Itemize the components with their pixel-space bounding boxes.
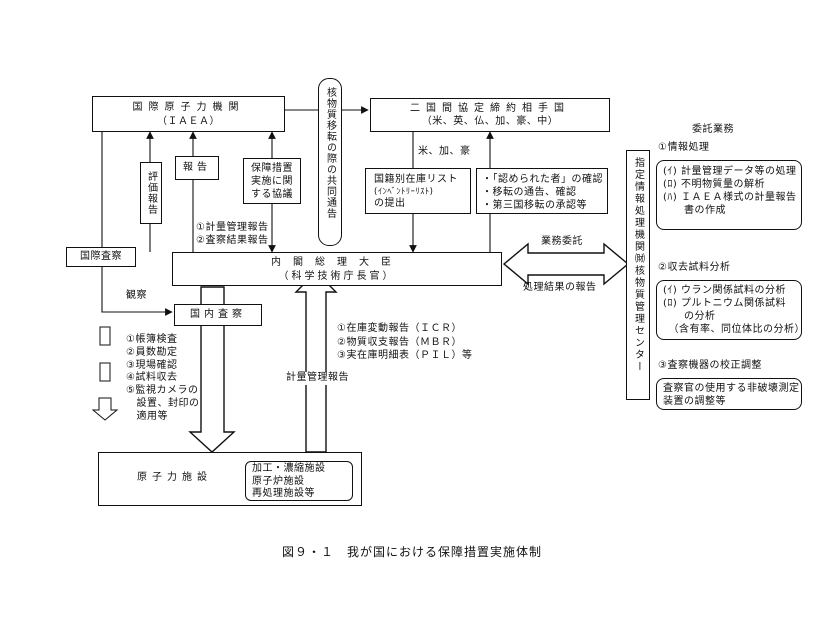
facility-type-1: 加工・濃縮施設 xyxy=(252,463,326,474)
sample-item-1: (ｲ) ウラン関係試料の分析 xyxy=(663,285,786,296)
confirm-item-1: ・「認められた者」の確認 xyxy=(482,174,603,185)
confirm-items-box: ・「認められた者」の確認 ・移転の通告、確認 ・第三国移転の承認等 xyxy=(476,168,608,214)
report-item-2: ②査察結果報告 xyxy=(196,235,269,246)
figure-caption: 図９・１ 我が国における保障措置実施体制 xyxy=(282,545,543,559)
business-consign-label: 業務委託 xyxy=(541,236,583,247)
center-text: 指定情報処理機関㈶核物質管理センター xyxy=(632,157,644,373)
report-items: ①計量管理報告 ②査察結果報告 xyxy=(196,221,268,247)
center-box: 指定情報処理機関㈶核物質管理センター xyxy=(626,150,650,400)
facility-types: 加工・濃縮施設 原子炉施設 再処理施設等 xyxy=(252,463,326,501)
facility-type-2: 原子炉施設 xyxy=(252,475,305,487)
facility-report-items: ①在庫変動報告（ＩＣＲ） ②物質収支報告（ＭＢＲ） ③実在庫明細表（ＰＩＬ）等 xyxy=(337,322,472,363)
bilateral-box: 二国間協定締約相手国 （米、英、仏、加、豪、中） xyxy=(370,98,610,132)
iaea-box: 国際原子力機関 （ＩＡＥＡ） xyxy=(92,96,285,132)
joint-notice-box: 核物質移転の際の共同通告 xyxy=(318,78,342,246)
iaea-abbr: （ＩＡＥＡ） xyxy=(157,116,220,127)
inspection-item-1: ①帳簿検査 xyxy=(126,334,178,345)
safeguards-consult-box: 保障措置 実施に関 する協議 xyxy=(243,158,301,204)
report-item-1: ①計量管理報告 xyxy=(196,222,269,233)
info-item-2: (ﾛ) 不明物質量の解析 xyxy=(663,179,765,190)
bilateral-countries: （米、英、仏、加、豪、中） xyxy=(421,116,559,127)
legend-hollow-box-2 xyxy=(99,362,111,382)
domestic-inspection-text: 国内査察 xyxy=(190,309,246,320)
safeguards-line-1: 保障措置 xyxy=(251,163,293,174)
info-processing-items: (ｲ) 計量管理データ等の処理 (ﾛ) 不明物質量の解析 (ﾊ) ＩＡＥＡ様式の… xyxy=(663,165,796,217)
legend-hollow-arrow xyxy=(91,397,119,421)
sample-analysis-items: (ｲ) ウラン関係試料の分析 (ﾛ) プルトニウム関係試料 の分析 （含有率、同… xyxy=(663,284,805,336)
inventory-list-text: 国籍別在庫リスト (ｲﾝﾍﾞﾝﾄﾘｰﾘｽﾄ) の提出 xyxy=(374,174,458,210)
domestic-inspection-box: 国内査察 xyxy=(174,304,262,326)
info-item-4: 書の作成 xyxy=(663,205,726,216)
equipment-calibration-items: 査察官の使用する非破壊測定 装置の調整等 xyxy=(663,382,800,408)
safeguards-line-3: する協議 xyxy=(251,189,293,200)
inventory-line-1: 国籍別在庫リスト xyxy=(374,174,458,185)
inspection-item-6: 設置、封印の xyxy=(126,397,200,409)
bilateral-sub-label: 米、加、豪 xyxy=(418,146,471,157)
consigned-title: 委託業務 xyxy=(692,124,734,135)
evaluation-report-box: 評価報告 xyxy=(140,162,162,224)
facility-report-2: ②物質収支報告（ＭＢＲ） xyxy=(337,336,462,348)
inspection-item-2: ②員数勘定 xyxy=(126,346,178,358)
facility-report-3: ③実在庫明細表（ＰＩＬ）等 xyxy=(337,350,473,361)
inspection-item-5: ⑤監視カメラの xyxy=(126,385,199,397)
prime-minister-box: 内閣総理大臣 （科学技術庁長官） xyxy=(172,252,502,286)
facility-report-1: ①在庫変動報告（ＩＣＲ） xyxy=(337,323,462,334)
pm-subtitle: （科学技術庁長官） xyxy=(278,271,396,282)
observation-label: 観察 xyxy=(126,290,147,301)
intl-inspection-line xyxy=(101,132,173,316)
evaluation-report-text: 評価報告 xyxy=(145,171,157,215)
inventory-list-box: 国籍別在庫リスト (ｲﾝﾍﾞﾝﾄﾘｰﾘｽﾄ) の提出 xyxy=(365,168,471,214)
safeguards-line-2: 実施に関 xyxy=(251,176,293,187)
accounting-up-arrow xyxy=(294,271,338,453)
joint-notice-text: 核物質移転の際の共同通告 xyxy=(324,87,336,219)
intl-inspection-text: 国際査察 xyxy=(80,251,122,262)
sample-analysis-head: ②収去試料分析 xyxy=(658,262,731,273)
iaea-name: 国際原子力機関 xyxy=(132,102,245,113)
intl-inspection-box: 国際査察 xyxy=(66,247,136,267)
sample-item-2: (ﾛ) プルトニウム関係試料 xyxy=(663,298,786,309)
inspection-items: ①帳簿検査 ②員数勘定 ③現場確認 ④試料収去 ⑤監視カメラの 設置、封印の 適… xyxy=(126,334,200,424)
safeguards-consult-text: 保障措置 実施に関 する協議 xyxy=(244,162,300,201)
legend-hollow-box-1 xyxy=(99,326,111,346)
report-box: 報告 xyxy=(175,156,219,180)
sample-item-3: の分析 xyxy=(663,311,716,322)
inspection-item-4: ④試料収去 xyxy=(126,372,178,384)
equip-item-2: 装置の調整等 xyxy=(663,396,726,407)
equipment-calibration-head: ③査察機器の校正調整 xyxy=(658,360,762,371)
pm-title: 内閣総理大臣 xyxy=(271,257,403,268)
facility-type-3: 再処理施設等 xyxy=(252,488,315,499)
info-processing-bracket: (ｲ) 計量管理データ等の処理 (ﾛ) 不明物質量の解析 (ﾊ) ＩＡＥＡ様式の… xyxy=(656,160,802,230)
equip-item-1: 査察官の使用する非破壊測定 xyxy=(663,383,800,394)
sample-analysis-bracket: (ｲ) ウラン関係試料の分析 (ﾛ) プルトニウム関係試料 の分析 （含有率、同… xyxy=(656,280,805,340)
info-item-3: (ﾊ) ＩＡＥＡ様式の計量報告 xyxy=(663,192,797,203)
inspection-item-3: ③現場確認 xyxy=(126,359,178,371)
confirm-item-2: ・移転の通告、確認 xyxy=(482,187,577,198)
facility-types-bracket: 加工・濃縮施設 原子炉施設 再処理施設等 xyxy=(245,461,353,501)
equipment-calibration-bracket: 査察官の使用する非破壊測定 装置の調整等 xyxy=(656,378,802,410)
confirm-item-3: ・第三国移転の承認等 xyxy=(482,200,587,211)
accounting-report-label: 計量管理報告 xyxy=(286,372,349,385)
info-item-1: (ｲ) 計量管理データ等の処理 xyxy=(663,166,797,177)
bilateral-title: 二国間協定締約相手国 xyxy=(410,103,570,114)
confirm-items-text: ・「認められた者」の確認 ・移転の通告、確認 ・第三国移転の承認等 xyxy=(482,173,603,212)
facility-box: 原子力施設 加工・濃縮施設 原子炉施設 再処理施設等 xyxy=(98,452,362,506)
inventory-line-2: (ｲﾝﾍﾞﾝﾄﾘｰﾘｽﾄ) xyxy=(374,186,434,197)
inventory-line-3: の提出 xyxy=(374,197,406,209)
info-processing-head: ①情報処理 xyxy=(658,142,710,153)
report-text: 報告 xyxy=(183,162,211,173)
result-report-label: 処理結果の報告 xyxy=(523,282,597,293)
inspection-item-7: 適用等 xyxy=(126,410,168,422)
consign-double-arrow xyxy=(502,242,630,286)
sample-item-4: （含有率、同位体比の分析） xyxy=(663,324,805,335)
facility-label: 原子力施設 xyxy=(137,472,212,483)
